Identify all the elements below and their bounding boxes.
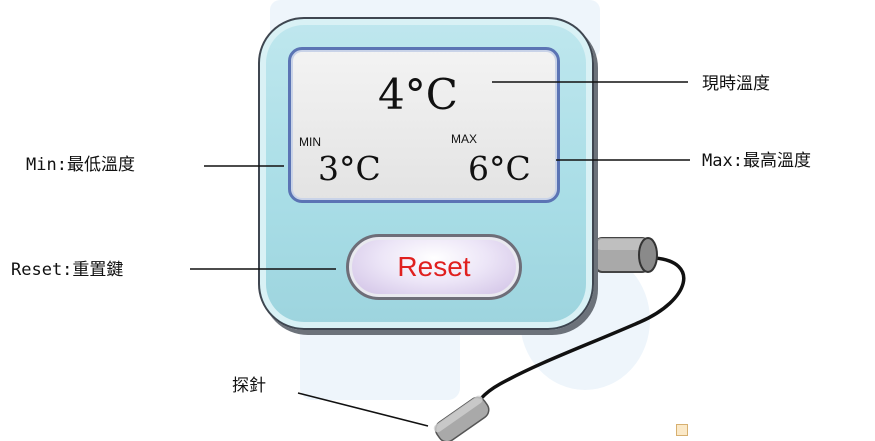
lcd-screen xyxy=(288,47,560,203)
callout-min-temperature: Min:最低溫度 xyxy=(26,155,135,175)
leader-line-probe xyxy=(297,392,429,427)
callout-current-temperature: 現時溫度 xyxy=(702,74,770,94)
max-temperature-readout: 6°C xyxy=(468,149,531,188)
probe-tip xyxy=(433,395,490,441)
max-tag: MAX xyxy=(451,132,478,146)
min-temperature-readout: 3°C xyxy=(318,149,381,188)
watermark-shape xyxy=(300,320,460,400)
callout-probe: 探針 xyxy=(232,376,266,396)
probe-cable xyxy=(468,256,686,416)
callout-reset-button: Reset:重置鍵 xyxy=(11,260,124,280)
min-tag: MIN xyxy=(299,135,321,149)
current-temperature-readout: 4°C xyxy=(378,70,458,119)
callout-max-temperature: Max:最高溫度 xyxy=(702,151,811,171)
reset-button[interactable]: Reset xyxy=(346,234,522,300)
document-icon xyxy=(676,424,688,436)
probe-connector xyxy=(595,237,658,273)
